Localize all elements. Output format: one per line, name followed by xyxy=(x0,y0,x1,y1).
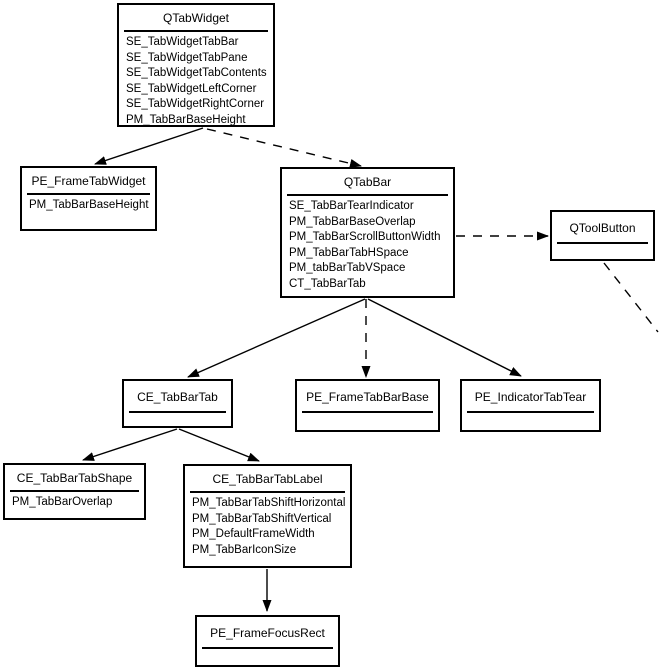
style-enum-list xyxy=(297,413,438,418)
title-separator xyxy=(10,490,139,492)
title-separator xyxy=(202,647,333,649)
class-box-pe_indicatortabtear: PE_IndicatorTabTear xyxy=(460,379,601,432)
style-enum-item: PM_TabBarBaseOverlap xyxy=(289,215,416,228)
title-separator xyxy=(129,411,226,413)
style-enum-item: SE_TabWidgetTabPane xyxy=(126,51,248,64)
style-enum-list xyxy=(552,244,653,249)
style-enum-item: PM_TabBarScrollButtonWidth xyxy=(289,231,441,243)
style-enum-item: PM_TabBarTabShiftHorizontal xyxy=(192,497,346,509)
edge-qtoolbutton-offcanvas xyxy=(603,262,659,333)
class-title-qtabbar: QTabBar xyxy=(343,175,392,189)
edge-ce_tabbartab-ce_tabbartabshape xyxy=(82,428,178,461)
class-box-qtoolbutton: QToolButton xyxy=(550,210,655,261)
class-box-pe_framefocusrect: PE_FrameFocusRect xyxy=(195,615,340,667)
class-title-pe_frametabbarbase: PE_FrameTabBarBase xyxy=(306,390,429,404)
class-box-ce_tabbartab: CE_TabBarTab xyxy=(122,379,233,428)
style-enum-item: SE_TabBarTearIndicator xyxy=(289,200,414,212)
title-separator xyxy=(27,193,150,195)
edge-qtabbar-ce_tabbartab xyxy=(187,298,366,378)
class-box-pe_frametabbarbase: PE_FrameTabBarBase xyxy=(295,379,440,432)
style-enum-item: CT_TabBarTab xyxy=(289,277,366,290)
style-enum-item: SE_TabWidgetLeftCorner xyxy=(126,82,257,95)
style-enum-item: PM_TabBarIconSize xyxy=(192,543,297,556)
style-enum-item: SE_TabWidgetTabBar xyxy=(126,36,239,48)
edge-qtabbar-pe_indicatortabtear xyxy=(367,298,522,377)
title-separator xyxy=(124,30,268,32)
style-enum-list: PM_TabBarOverlap xyxy=(5,492,144,513)
class-title-pe_indicatortabtear: PE_IndicatorTabTear xyxy=(474,390,587,404)
style-enum-item: SE_TabWidgetTabContents xyxy=(126,67,267,79)
class-title-qtoolbutton: QToolButton xyxy=(569,221,636,235)
class-title-pe_frametabwidget: PE_FrameTabWidget xyxy=(31,174,146,188)
style-enum-list: PM_TabBarBaseHeight xyxy=(22,195,155,216)
title-separator xyxy=(190,491,345,493)
style-enum-item: PM_DefaultFrameWidth xyxy=(192,528,315,540)
title-separator xyxy=(287,194,448,196)
style-enum-item: PM_TabBarBaseHeight xyxy=(29,199,149,211)
edge-qtabwidget-pe_frametabwidget xyxy=(94,127,204,165)
style-enum-item: PM_tabBarTabVSpace xyxy=(289,262,406,274)
class-title-pe_framefocusrect: PE_FrameFocusRect xyxy=(210,626,325,640)
style-enum-item: PM_TabBarTabHSpace xyxy=(289,246,409,259)
style-enum-item: SE_TabWidgetRightCorner xyxy=(126,98,265,110)
class-title-ce_tabbartablabel: CE_TabBarTabLabel xyxy=(212,472,323,486)
style-enum-item: PM_TabBarTabShiftVertical xyxy=(192,512,332,525)
title-separator xyxy=(467,411,594,413)
class-title-ce_tabbartabshape: CE_TabBarTabShape xyxy=(16,471,133,485)
style-enum-list xyxy=(197,649,338,654)
class-title-qtabwidget: QTabWidget xyxy=(162,11,230,25)
title-separator xyxy=(557,242,648,244)
style-enum-item: PM_TabBarOverlap xyxy=(12,496,113,508)
style-enum-list xyxy=(462,413,599,418)
style-enum-list xyxy=(124,413,231,418)
title-separator xyxy=(302,411,433,413)
class-title-ce_tabbartab: CE_TabBarTab xyxy=(137,390,218,404)
edge-ce_tabbartab-ce_tabbartablabel xyxy=(178,428,260,462)
edges-group xyxy=(82,127,659,612)
style-enum-item: PM_TabBarBaseHeight xyxy=(126,113,246,126)
